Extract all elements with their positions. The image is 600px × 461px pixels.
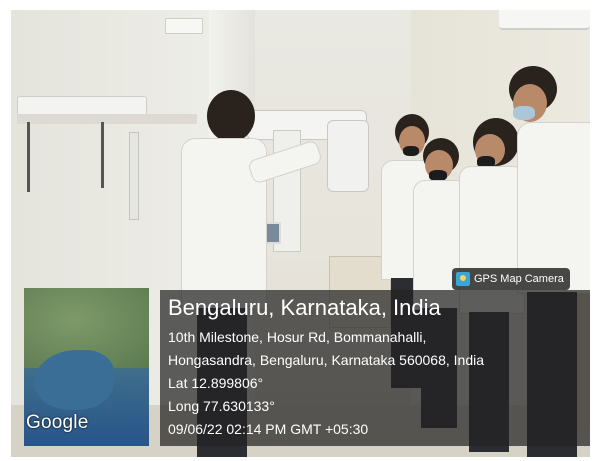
badge-label: GPS Map Camera	[474, 273, 564, 285]
location-overlay	[160, 290, 590, 446]
xray-machine-head	[327, 120, 369, 192]
map-thumbnail: Google	[24, 288, 149, 446]
air-conditioner	[499, 10, 590, 30]
location-title: Bengaluru, Karnataka, India	[168, 295, 441, 320]
address-line-2: Hongasandra, Bengaluru, Karnataka 560068…	[168, 352, 485, 368]
address-line-1: 10th Milestone, Hosur Rd, Bommanahalli,	[168, 329, 427, 345]
gps-camera-badge: GPS Map Camera	[452, 268, 570, 290]
rod	[27, 122, 30, 192]
switch-box	[165, 18, 203, 34]
rod	[129, 132, 139, 220]
longitude: Long 77.630133°	[168, 398, 275, 414]
wall-shelf	[17, 96, 147, 116]
map-water	[34, 350, 114, 410]
camera-icon	[456, 272, 470, 286]
rod	[101, 122, 104, 188]
latitude: Lat 12.899806°	[168, 375, 264, 391]
shelf-rail	[17, 114, 197, 124]
datetime-stamp: 09/06/22 02:14 PM GMT +05:30	[168, 421, 369, 437]
google-logo: Google	[26, 412, 89, 433]
